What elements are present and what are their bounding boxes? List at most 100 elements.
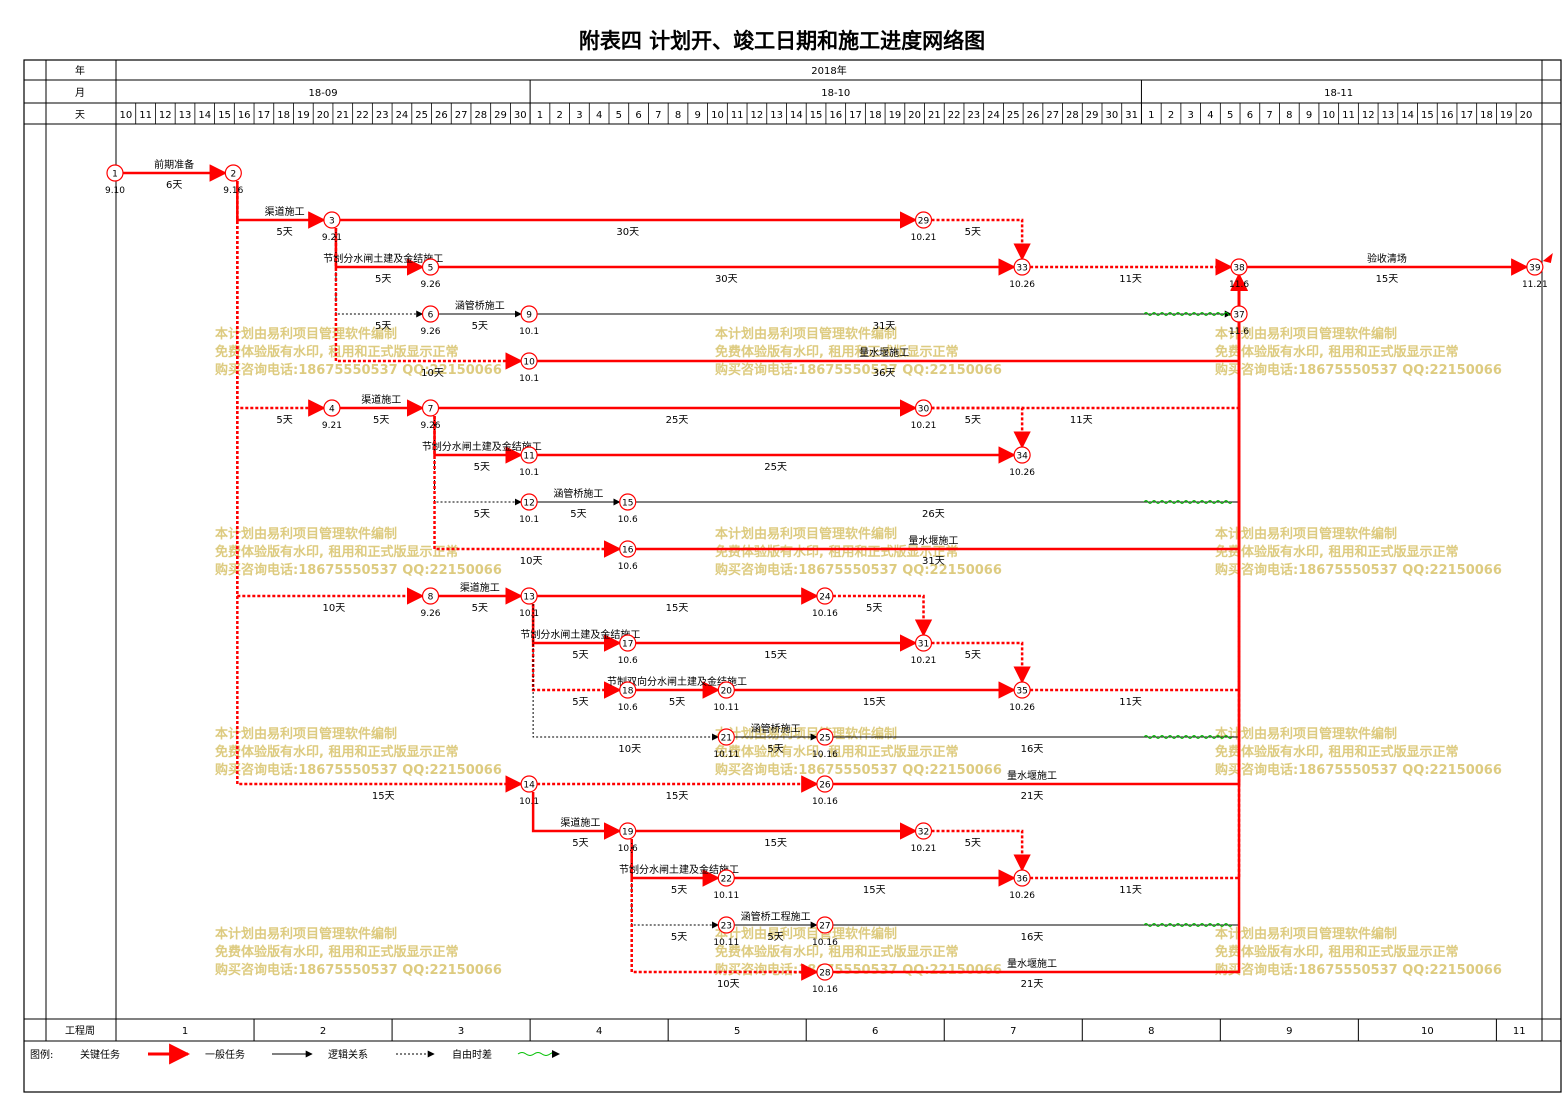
node-10: [520, 352, 538, 370]
day-5: 15: [218, 110, 231, 121]
day-25: 5: [616, 110, 622, 121]
day-42: 22: [948, 110, 961, 121]
node-id-24: 24: [819, 593, 831, 603]
node-id-25: 25: [819, 734, 830, 744]
day-52: 1: [1148, 110, 1154, 121]
day-32: 12: [751, 110, 764, 121]
task-arrow-2-14: [236, 181, 523, 793]
task-name-14-19: 渠道施工: [560, 816, 600, 829]
day-29: 9: [695, 110, 701, 121]
day-70: 19: [1500, 110, 1513, 121]
node-16: [619, 540, 637, 558]
task-arrow-19-23: [631, 839, 720, 929]
node-18: [619, 681, 637, 699]
day-12: 22: [356, 110, 369, 121]
day-21: 1: [537, 110, 543, 121]
day-64: 13: [1382, 110, 1395, 121]
day-15: 25: [415, 110, 428, 121]
node-date-2: 9.16: [223, 186, 243, 196]
end-flag-icon: [1542, 253, 1553, 263]
task-duration-31-35: 5天: [965, 650, 981, 661]
watermark-line1: 本计划由易利项目管理软件编制: [215, 926, 397, 942]
watermark-line3: 购买咨询电话:18675550537 QQ:22150066: [715, 962, 1002, 978]
task-duration-3-6: 5天: [375, 321, 391, 332]
task-arrow-3-6: [335, 228, 424, 318]
day-38: 18: [869, 110, 882, 121]
day-24: 4: [596, 110, 602, 121]
day-61: 10: [1322, 110, 1335, 121]
node-date-34: 10.26: [1009, 468, 1035, 478]
node-date-27: 10.16: [812, 938, 838, 948]
node-date-26: 10.16: [812, 797, 838, 807]
node-date-19: 10.6: [618, 844, 638, 854]
node-date-1: 9.10: [105, 186, 125, 196]
node-17: [619, 634, 637, 652]
node-21: [717, 728, 735, 746]
day-35: 15: [810, 110, 823, 121]
node-15: [619, 493, 637, 511]
node-3: [323, 211, 341, 229]
node-29: [914, 211, 933, 229]
node-id-2: 2: [230, 170, 236, 180]
task-duration-24-31: 5天: [866, 603, 882, 614]
weeks-label: 工程周: [65, 1025, 95, 1037]
day-45: 25: [1007, 110, 1020, 121]
task-arrow-3-10: [334, 228, 523, 370]
task-name-19-22: 节制分水闸土建及金结施工: [619, 863, 739, 876]
task-arrow-19-28: [630, 839, 819, 981]
day-69: 18: [1480, 110, 1493, 121]
node-id-23: 23: [721, 922, 732, 932]
node-date-12: 10.1: [519, 515, 539, 525]
day-39: 19: [889, 110, 902, 121]
week-2: 2: [320, 1026, 326, 1037]
task-duration-7-30: 25天: [666, 415, 689, 426]
day-65: 14: [1401, 110, 1414, 121]
day-11: 21: [336, 110, 349, 121]
month-1: 18-10: [821, 88, 850, 99]
node-28: [816, 963, 834, 981]
watermark-line2: 免费体验版有水印, 租用和正式版显示正常: [215, 344, 458, 360]
watermark-line2: 免费体验版有水印, 租用和正式版显示正常: [215, 744, 458, 760]
node-id-28: 28: [819, 969, 831, 979]
day-26: 6: [635, 110, 641, 121]
watermark-line1: 本计划由易利项目管理软件编制: [715, 326, 897, 342]
task-duration-2-4: 5天: [276, 415, 292, 426]
watermark-line3: 购买咨询电话:18675550537 QQ:22150066: [215, 562, 502, 578]
node-id-11: 11: [523, 452, 534, 462]
node-id-14: 14: [523, 781, 535, 791]
task-duration-16-38: 31天: [922, 556, 945, 567]
task-duration-9-37: 31天: [873, 321, 896, 332]
day-66: 15: [1421, 110, 1434, 121]
node-id-27: 27: [819, 922, 830, 932]
task-duration-3-29: 30天: [616, 227, 639, 238]
task-duration-18-20: 5天: [669, 697, 685, 708]
task-duration-19-22: 5天: [671, 885, 687, 896]
node-date-23: 10.11: [713, 938, 739, 948]
task-name-23-27: 涵管桥工程施工: [741, 910, 811, 923]
week-11: 11: [1513, 1026, 1526, 1037]
node-5: [421, 258, 440, 276]
legend-critical-label: 关键任务: [80, 1048, 120, 1061]
month-0: 18-09: [309, 88, 338, 99]
node-id-9: 9: [526, 311, 532, 321]
node-id-18: 18: [622, 687, 634, 697]
task-duration-33-38: 11天: [1119, 274, 1142, 285]
node-date-14: 10.1: [519, 797, 539, 807]
node-id-30: 30: [918, 405, 930, 415]
node-id-22: 22: [721, 875, 732, 885]
node-id-37: 37: [1233, 311, 1244, 321]
task-arrow-36-38: [1030, 273, 1248, 880]
node-date-30: 10.21: [911, 421, 937, 431]
task-duration-1-2: 6天: [166, 180, 182, 191]
node-id-20: 20: [721, 687, 733, 697]
day-56: 5: [1227, 110, 1233, 121]
day-10: 20: [317, 110, 330, 121]
day-27: 7: [655, 110, 661, 121]
day-31: 11: [731, 110, 744, 121]
task-duration-8-13: 5天: [472, 603, 488, 614]
node-date-32: 10.21: [911, 844, 937, 854]
watermark-line3: 购买咨询电话:18675550537 QQ:22150066: [1215, 362, 1502, 378]
task-duration-30-34: 5天: [965, 415, 981, 426]
day-57: 6: [1247, 110, 1253, 121]
day-51: 31: [1125, 110, 1138, 121]
